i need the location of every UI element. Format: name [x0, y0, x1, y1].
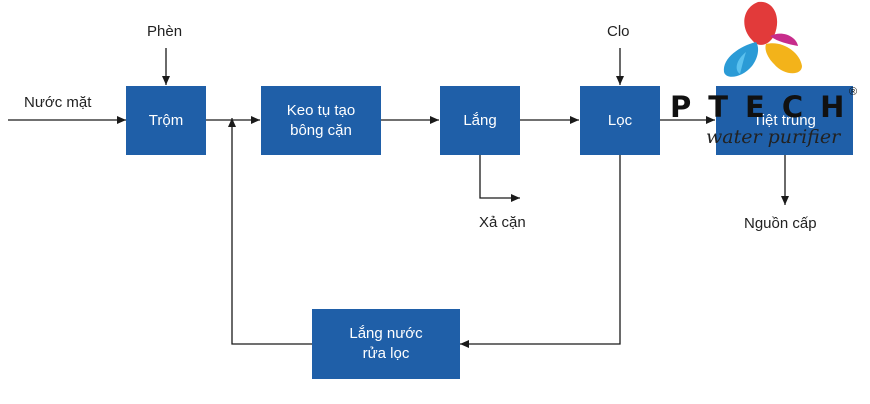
- node-keo-tu: Keo tụ tạo bông cặn: [261, 86, 381, 155]
- label-output: Nguồn cấp: [744, 215, 817, 232]
- arrow-loc-backwash: [460, 155, 621, 348]
- label-phen: Phèn: [147, 23, 183, 40]
- node-lang: Lắng: [440, 86, 520, 155]
- label-clo: Clo: [607, 23, 630, 40]
- arrow-recycle: [228, 118, 312, 345]
- node-tiet-trung: Tiệt trùng: [716, 86, 853, 155]
- logo-registered-mark: ®: [849, 86, 858, 98]
- arrow-xa-can: [479, 155, 520, 202]
- node-loc: Lọc: [580, 86, 660, 155]
- ptech-logo-icon: [723, 1, 802, 77]
- node-tron: Trộm: [126, 86, 206, 155]
- node-lang-nuoc-rua: Lắng nước rửa lọc: [312, 309, 460, 379]
- logo-tagline: water purifier: [706, 126, 841, 148]
- logo-wordmark: PTECH: [670, 90, 862, 124]
- label-input: Nước mặt: [24, 94, 92, 111]
- label-xa-can: Xả cặn: [479, 214, 526, 231]
